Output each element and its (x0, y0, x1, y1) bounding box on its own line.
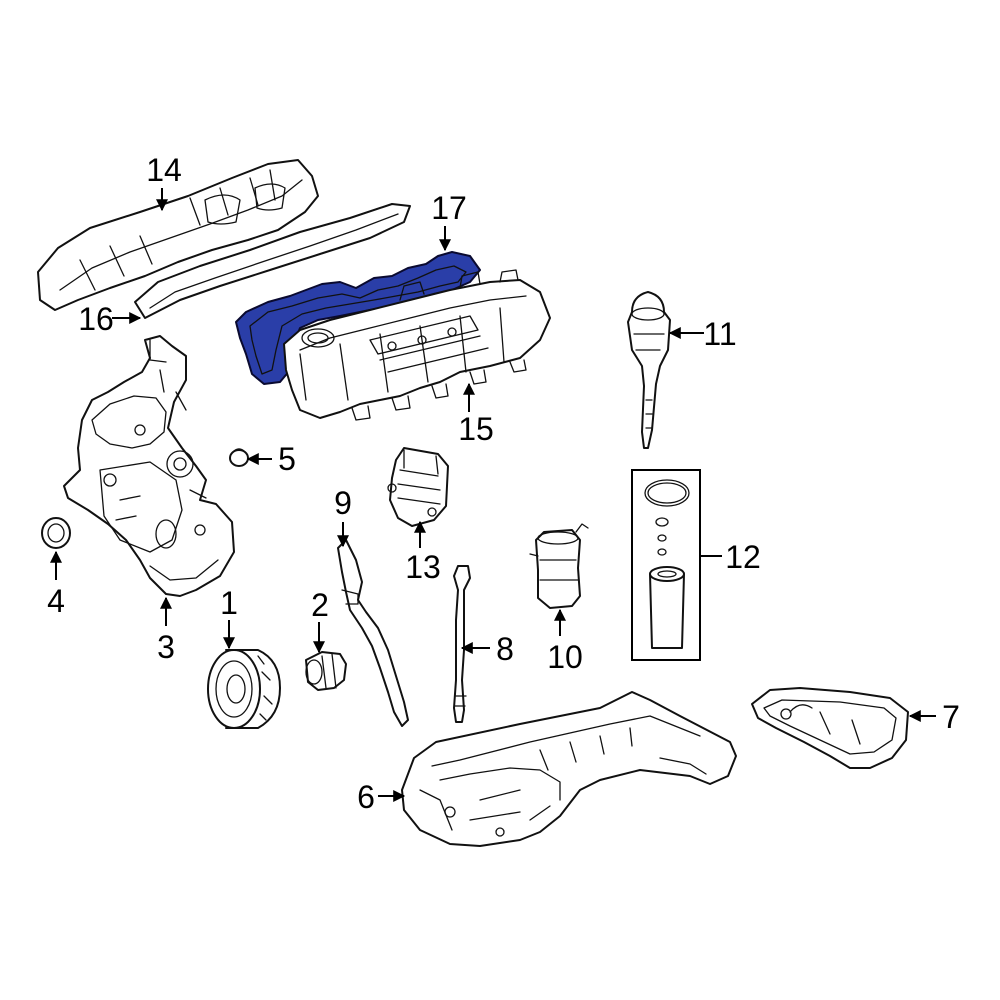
filter-kit-part-12[interactable] (631, 469, 701, 661)
engine-cover-part-14[interactable] (37, 159, 319, 311)
callout-3: 3 (157, 629, 175, 665)
dipstick-part-8[interactable] (453, 565, 471, 723)
cover-gasket-part-16[interactable] (134, 203, 411, 319)
callout-4: 4 (47, 583, 65, 619)
callout-5: 5 (278, 441, 296, 477)
callout-12: 12 (725, 539, 761, 575)
timing-cover-part-3[interactable] (63, 335, 235, 597)
callout-15: 15 (458, 411, 494, 447)
callout-6: 6 (357, 779, 375, 815)
callout-labels: 14 16 17 15 11 5 9 13 12 4 3 1 2 8 10 7 … (47, 152, 960, 815)
seal-part-4[interactable] (41, 517, 71, 549)
callout-10: 10 (547, 639, 583, 675)
callout-11: 11 (703, 316, 736, 352)
dipstick-tube-part-9[interactable] (337, 539, 409, 727)
plug-part-5[interactable] (229, 448, 249, 467)
valve-cover-gasket-part-17[interactable] (235, 251, 481, 385)
bushing-part-2[interactable] (305, 651, 347, 691)
kit-frame (631, 469, 701, 661)
callout-7: 7 (942, 699, 960, 735)
pulley-part-1[interactable] (207, 649, 281, 729)
gasket-fill (235, 251, 481, 385)
filter-housing-part-10[interactable] (529, 523, 589, 609)
callout-13: 13 (405, 549, 441, 585)
callout-1: 1 (220, 585, 238, 621)
callout-leaders (50, 188, 936, 802)
callout-2: 2 (311, 587, 329, 623)
oil-filler-part-11[interactable] (627, 291, 671, 449)
oil-cooler-part-13[interactable] (387, 447, 449, 527)
callout-8: 8 (496, 631, 514, 667)
callout-17: 17 (431, 190, 467, 226)
callout-16: 16 (78, 301, 114, 337)
oil-pan-upper-part-6[interactable] (401, 691, 737, 847)
oil-pan-lower-part-7[interactable] (751, 687, 909, 769)
valve-cover-part-15[interactable] (283, 269, 551, 421)
callout-9: 9 (334, 485, 352, 521)
callout-14: 14 (146, 152, 182, 188)
